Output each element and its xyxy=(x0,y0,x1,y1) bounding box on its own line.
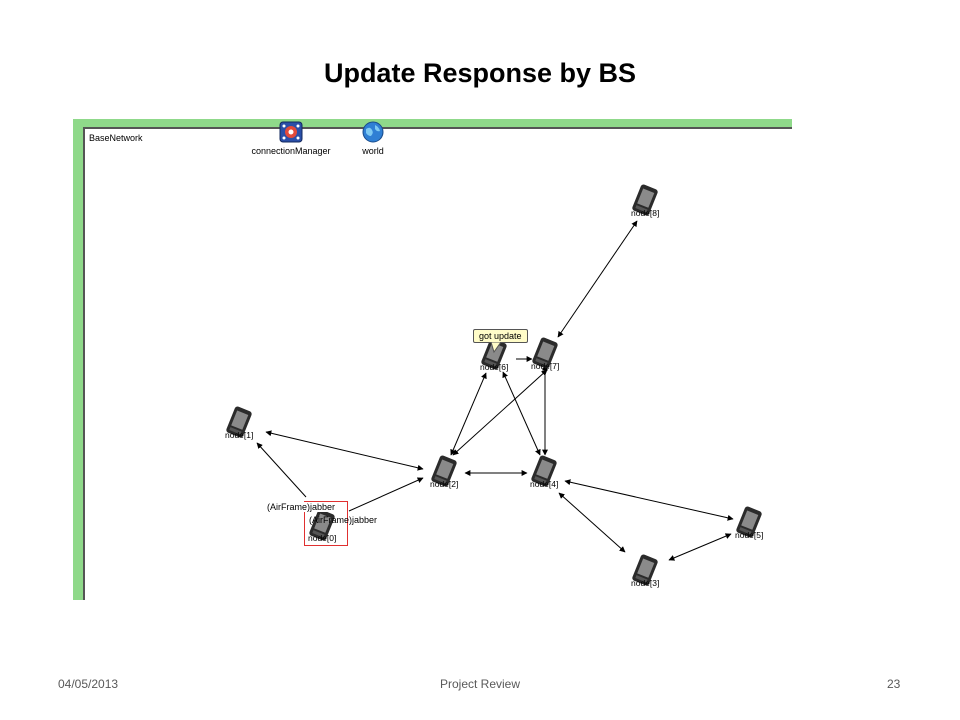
node-label: node[5] xyxy=(735,530,764,540)
status-bubble: got update xyxy=(473,329,528,343)
link-node1-node2 xyxy=(265,430,424,471)
pda-device-icon xyxy=(532,337,558,369)
footer-title: Project Review xyxy=(439,677,521,691)
connection-manager-label: connectionManager xyxy=(251,146,331,156)
node-5[interactable]: node[5] xyxy=(732,505,792,545)
frame-inner-top xyxy=(83,127,792,129)
node-label: node[7] xyxy=(531,361,560,371)
pda-device-icon xyxy=(226,406,252,438)
message-label: (AirFrame)jabber xyxy=(309,515,378,525)
network-links xyxy=(256,220,734,561)
node-3[interactable]: node[3] xyxy=(628,553,688,593)
node-1[interactable]: node[1] xyxy=(222,405,282,445)
connection-manager-icon xyxy=(279,121,303,143)
world-label: world xyxy=(362,146,384,156)
link-node1-node0 xyxy=(256,442,307,498)
link-node7-node2 xyxy=(452,369,548,456)
node-8[interactable]: node[8] xyxy=(628,183,688,223)
link-node6-node4 xyxy=(502,371,541,456)
link-node4-node3 xyxy=(558,492,626,553)
pda-device-icon xyxy=(309,509,335,541)
network-canvas[interactable]: BaseNetwork connectionManager world xyxy=(73,119,792,600)
link-node8-node7 xyxy=(557,220,638,338)
node-4[interactable]: node[4] xyxy=(527,454,587,494)
link-node0-node2 xyxy=(348,477,424,512)
node-label: node[8] xyxy=(631,208,660,218)
node-label: node[6] xyxy=(480,362,509,372)
slide-title: Update Response by BS xyxy=(323,58,637,88)
pda-device-icon xyxy=(481,338,507,370)
node-0[interactable]: node[0] xyxy=(305,508,365,548)
node-2[interactable]: node[2] xyxy=(427,454,487,494)
world-module[interactable]: world xyxy=(353,121,393,156)
node-label: node[4] xyxy=(530,479,559,489)
frame-border-top xyxy=(73,119,792,127)
link-node6-node2 xyxy=(450,372,487,456)
pda-device-icon xyxy=(632,554,658,586)
pda-device-icon xyxy=(431,455,457,487)
globe-icon xyxy=(362,121,384,143)
node-label: node[2] xyxy=(430,479,459,489)
message-label: (AirFrame)jabber xyxy=(267,502,336,512)
pda-device-icon xyxy=(736,506,762,538)
node-7[interactable]: node[7] xyxy=(528,336,588,376)
frame-inner-left xyxy=(83,127,85,600)
page-number: 23 xyxy=(887,677,901,691)
connection-manager-module[interactable]: connectionManager xyxy=(246,121,336,156)
pda-device-icon xyxy=(531,455,557,487)
link-node3-node5 xyxy=(668,533,732,561)
node-6[interactable]: node[6] xyxy=(477,337,537,377)
network-name: BaseNetwork xyxy=(89,133,143,143)
node-label: node[1] xyxy=(225,430,254,440)
node-label: node[0] xyxy=(308,533,337,543)
frame-border-left xyxy=(73,119,83,600)
pda-device-icon xyxy=(632,184,658,216)
bubble-pointer xyxy=(491,342,502,354)
link-node4-node5 xyxy=(564,479,734,521)
node-label: node[3] xyxy=(631,578,660,588)
footer-date: 04/05/2013 xyxy=(58,677,119,691)
selection-box xyxy=(304,501,348,546)
